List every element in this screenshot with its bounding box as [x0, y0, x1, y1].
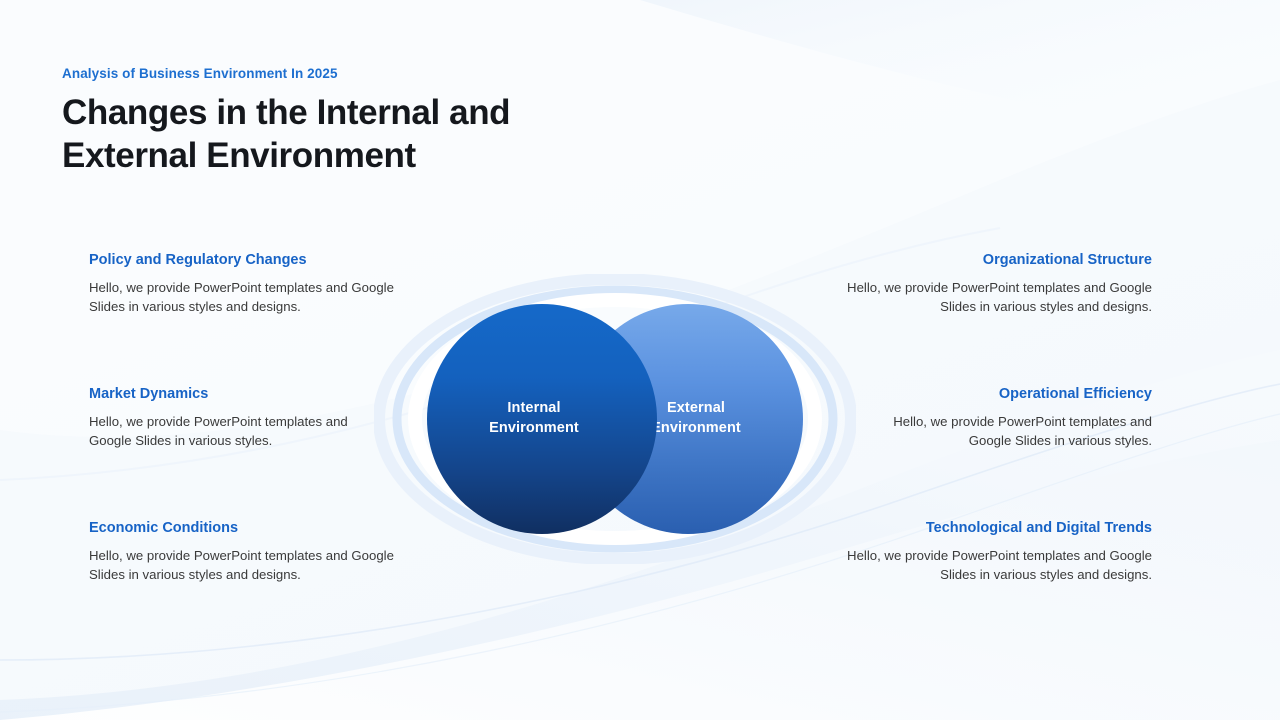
page-title: Changes in the Internal and External Env… — [62, 93, 511, 175]
eyebrow-text: Analysis of Business Environment In 2025 — [62, 66, 338, 81]
feature-market-dynamics: Market Dynamics Hello, we provide PowerP… — [89, 385, 409, 450]
feature-body: Hello, we provide PowerPoint templates a… — [847, 279, 1152, 314]
feature-policy-and-regulatory-changes: Policy and Regulatory Changes Hello, we … — [89, 251, 409, 316]
venn-circle-internal-label: Internal Environment — [489, 399, 579, 438]
slide-header: Analysis of Business Environment In 2025… — [62, 66, 762, 178]
venn-label-line-1: Internal — [507, 400, 561, 417]
feature-title: Policy and Regulatory Changes — [89, 252, 307, 268]
venn-circle-external-label: External Environment — [651, 399, 741, 438]
feature-technological-and-digital-trends: Technological and Digital Trends Hello, … — [832, 519, 1152, 584]
feature-body: Hello, we provide PowerPoint templates a… — [89, 279, 394, 314]
venn-label-line-2: Environment — [489, 420, 579, 436]
feature-operational-efficiency: Operational Efficiency Hello, we provide… — [832, 385, 1152, 450]
feature-body: Hello, we provide PowerPoint templates a… — [89, 413, 348, 448]
feature-title: Organizational Structure — [982, 252, 1152, 268]
venn-background-ring — [374, 274, 856, 564]
venn-label-line-2: Environment — [651, 420, 741, 436]
feature-title: Operational Efficiency — [998, 386, 1152, 402]
feature-body: Hello, we provide PowerPoint templates a… — [893, 413, 1152, 448]
feature-title: Market Dynamics — [89, 386, 209, 402]
venn-circle-internal[interactable]: Internal Environment — [427, 304, 657, 534]
feature-title: Economic Conditions — [89, 520, 239, 536]
feature-body: Hello, we provide PowerPoint templates a… — [847, 547, 1152, 582]
venn-diagram: Internal Environment External Environmen… — [374, 274, 856, 564]
feature-organizational-structure: Organizational Structure Hello, we provi… — [832, 251, 1152, 316]
feature-body: Hello, we provide PowerPoint templates a… — [89, 547, 394, 582]
venn-label-line-1: External — [666, 400, 725, 417]
feature-economic-conditions: Economic Conditions Hello, we provide Po… — [89, 519, 409, 584]
feature-title: Technological and Digital Trends — [925, 520, 1152, 536]
